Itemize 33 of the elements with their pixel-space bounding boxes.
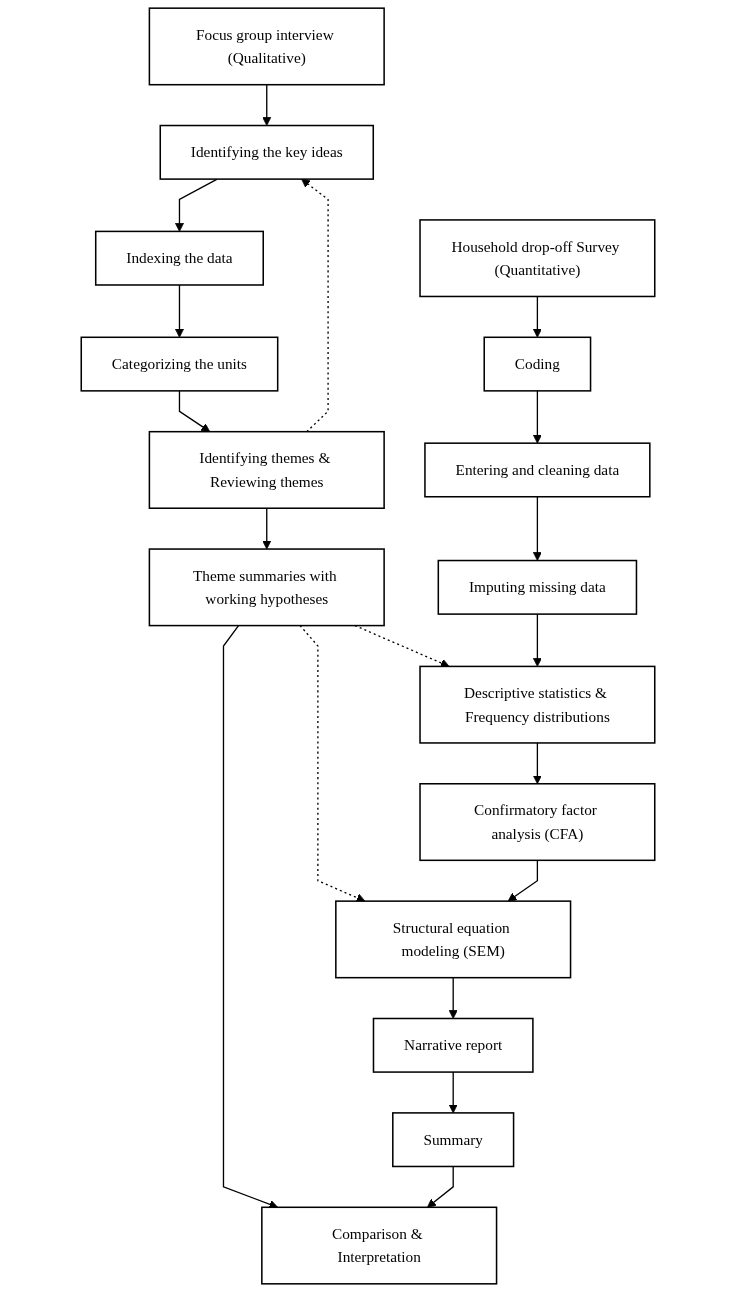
arrow [532, 295, 542, 338]
arrow [448, 1071, 458, 1114]
node-box: Household drop-off Survey (Quantitative) [419, 219, 656, 298]
arrow [507, 859, 539, 902]
arrow [301, 178, 329, 433]
arrow [532, 613, 542, 667]
arrow [532, 742, 542, 785]
node-box: Identifying themes & Reviewing themes [148, 430, 385, 509]
node-box: Categorizing the units [80, 336, 279, 392]
arrow [532, 390, 542, 444]
node-box: Indexing the data [94, 230, 264, 286]
arrow [427, 1165, 454, 1208]
node-box: Summary [392, 1112, 515, 1168]
node-box: Theme summaries with working hypotheses [148, 548, 385, 627]
arrow [222, 624, 279, 1209]
node-box: Narrative report [372, 1017, 534, 1073]
node-box: Entering and cleaning data [424, 442, 651, 498]
node-box: Descriptive statistics & Frequency distributions [419, 665, 656, 744]
arrow [448, 977, 458, 1019]
node-box: Focus group interview (Qualitative) [148, 7, 385, 86]
arrow [262, 507, 272, 550]
node-box: Identifying the key ideas [159, 124, 375, 180]
arrow [175, 284, 184, 338]
arrow [532, 496, 542, 561]
arrow [178, 390, 211, 433]
node-box: Comparison & Interpretation [261, 1206, 498, 1285]
arrow [175, 178, 218, 232]
arrow [262, 84, 272, 126]
node-box: Coding [483, 336, 592, 392]
node-box: Structural equation modeling (SEM) [335, 900, 572, 979]
node-box: Imputing missing data [437, 559, 638, 615]
arrow [299, 624, 366, 903]
node-box: Confirmatory factor analysis (CFA) [419, 783, 656, 862]
